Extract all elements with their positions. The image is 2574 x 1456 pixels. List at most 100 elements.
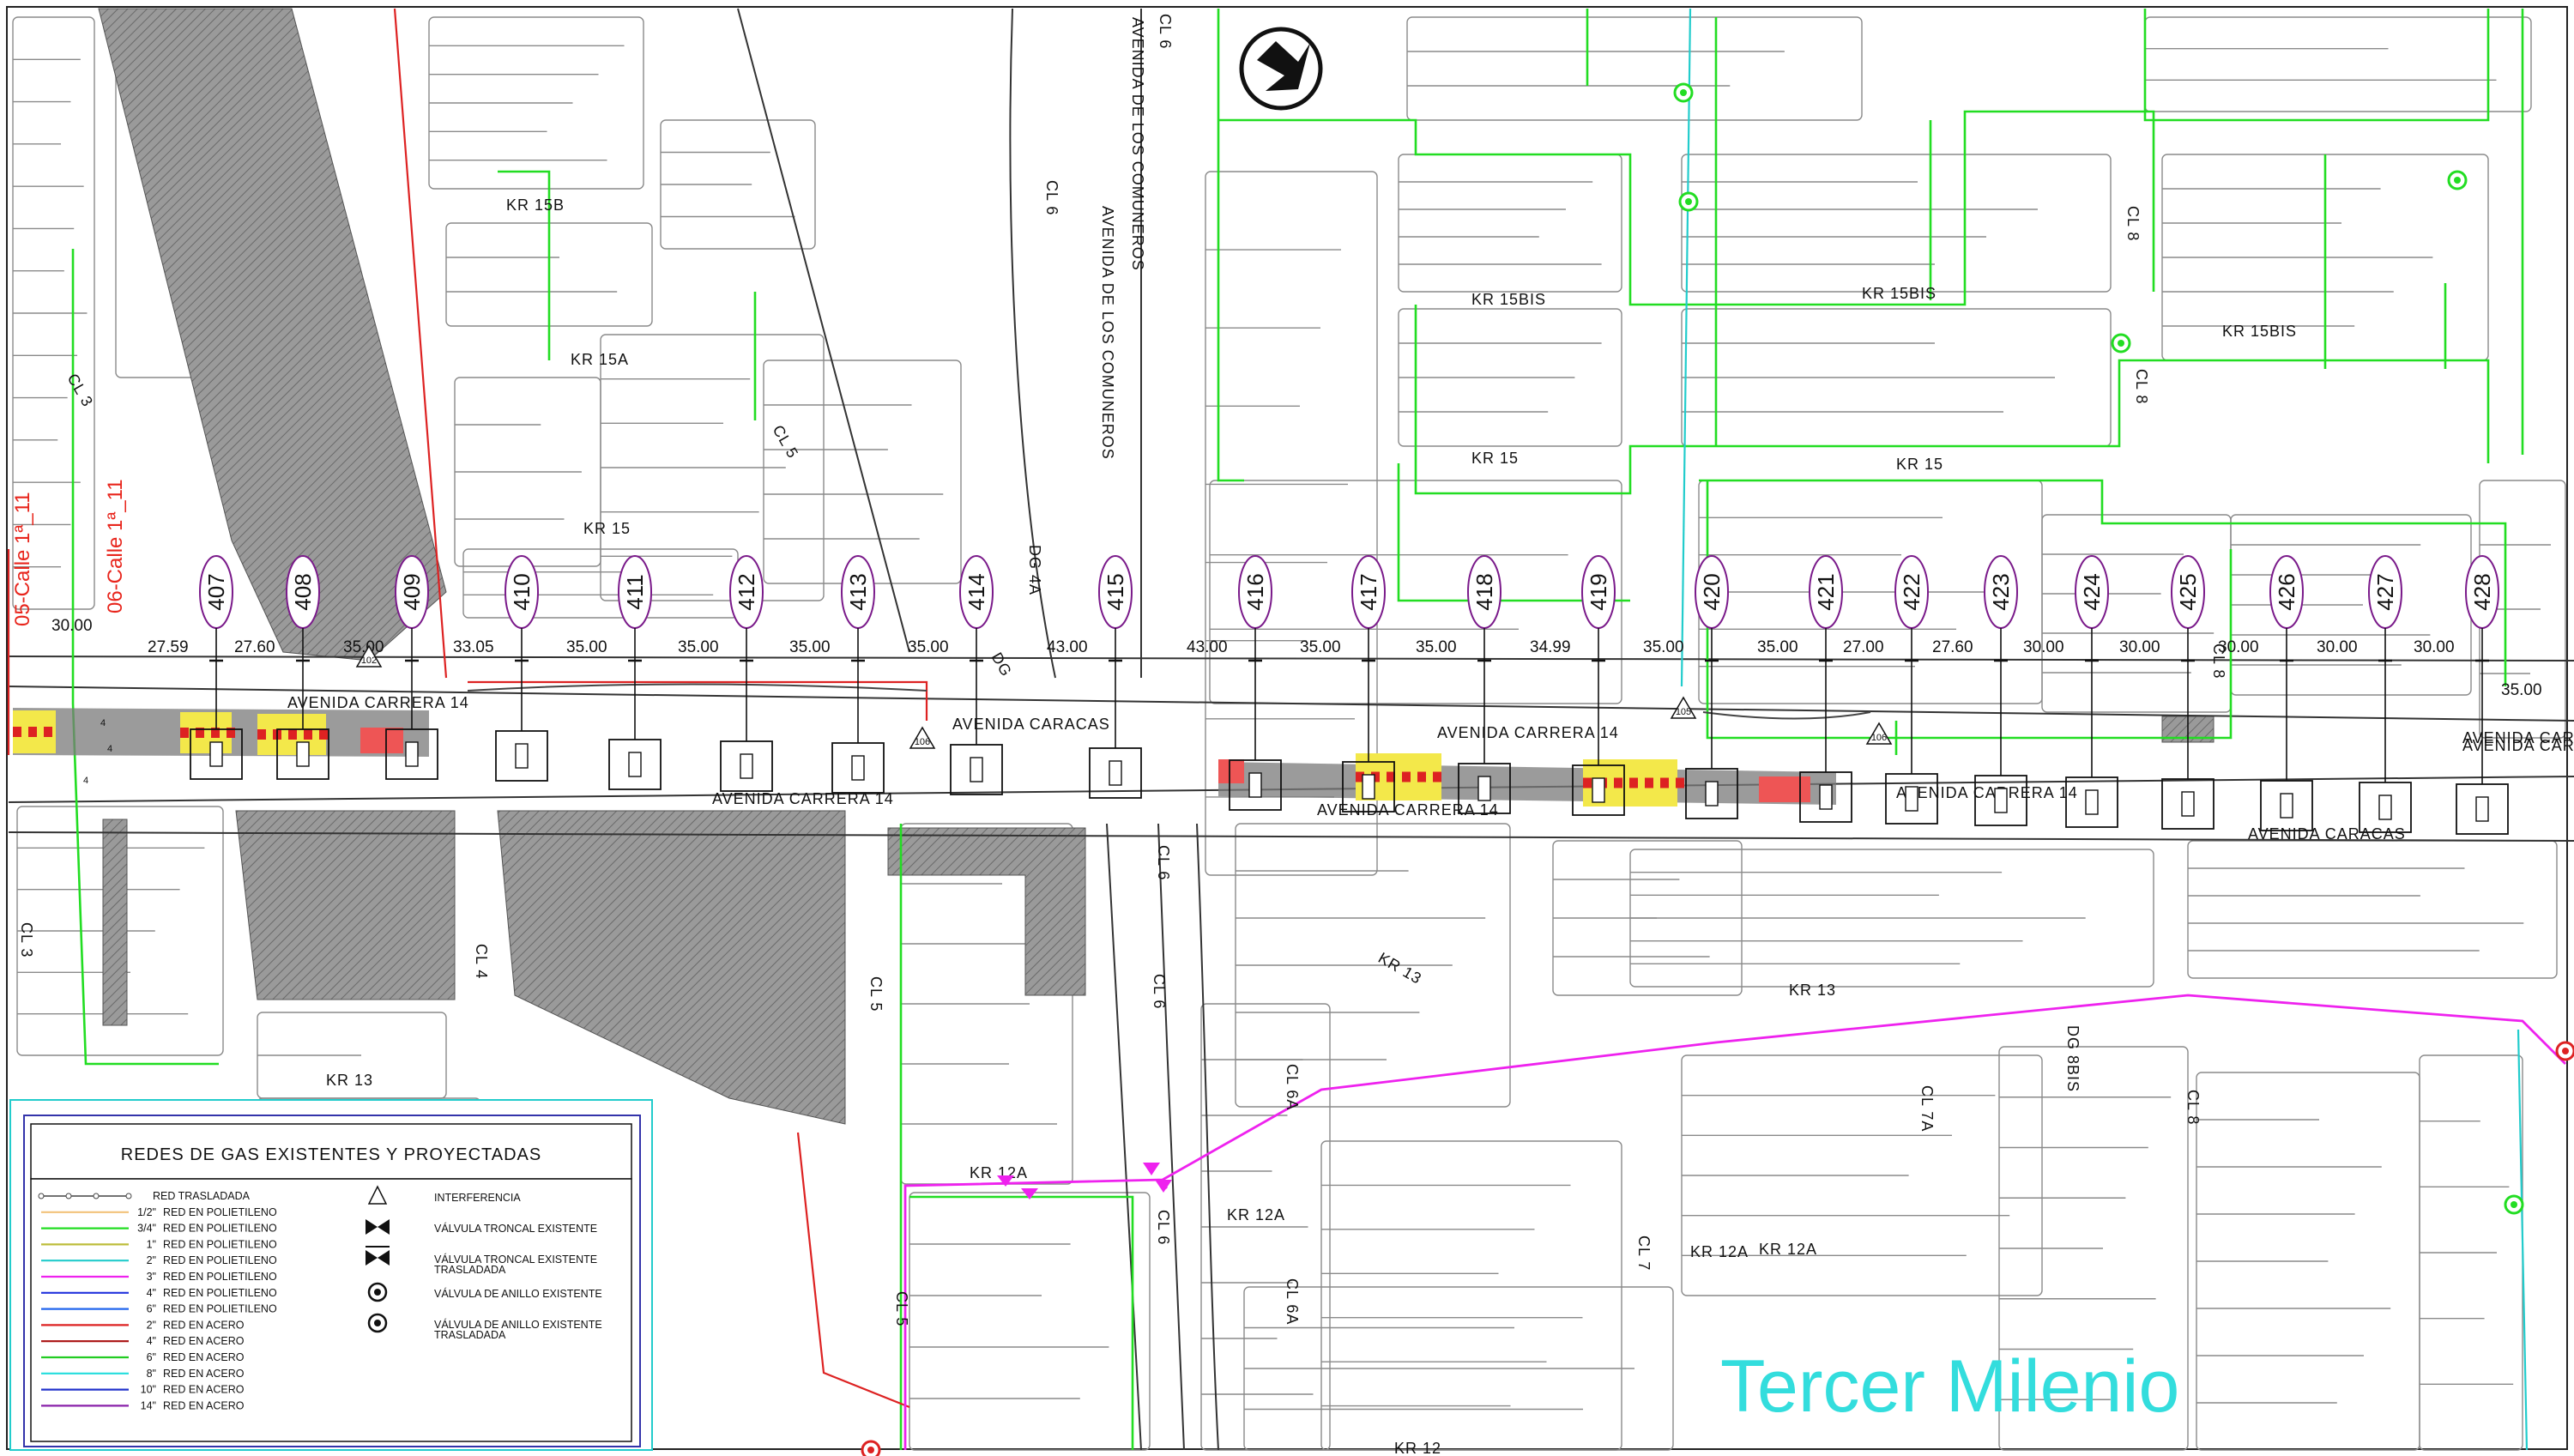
red-stripe — [1660, 777, 1669, 788]
legend-line-row: RED TRASLADADA — [38, 1190, 251, 1202]
legend-size: 2" — [147, 1319, 156, 1331]
station-inner — [2280, 793, 2293, 819]
street-label: CL 4 — [473, 944, 490, 979]
street-label: KR 15 — [1896, 456, 1943, 473]
station-inner — [209, 741, 223, 767]
station-box — [720, 740, 773, 792]
dimension-label: 35.00 — [908, 638, 949, 656]
street-label: AVENIDA CARRERA 14 — [1317, 801, 1499, 819]
legend-line-row: 10"RED EN ACERO — [41, 1384, 245, 1396]
red-stripe — [304, 729, 312, 740]
station-id-label: 418 — [1471, 573, 1497, 610]
valve-left — [366, 1219, 378, 1235]
legend-line-label: RED EN POLIETILENO — [163, 1238, 277, 1250]
station-id-label: 412 — [734, 573, 759, 610]
legend-size: 1" — [147, 1238, 156, 1250]
legend-line-row: 8"RED EN ACERO — [41, 1368, 245, 1380]
station-id-label: 426 — [2274, 573, 2299, 610]
dimension-label: 33.05 — [453, 638, 494, 656]
parcel-block — [1681, 154, 2112, 293]
red-segment — [1218, 759, 1244, 783]
red-stripe — [227, 728, 235, 738]
red-stripe — [180, 728, 189, 738]
street-label: CL 6 — [1157, 14, 1174, 49]
street-label: KR 15A — [571, 351, 629, 368]
dimension-label: 30.00 — [2414, 638, 2455, 656]
street-label: CL 7 — [1635, 1235, 1653, 1271]
legend-line-label: RED EN ACERO — [163, 1399, 245, 1411]
legend-symbol-row: INTERFERENCIA — [367, 1185, 521, 1205]
dimension-label: 35.00 — [678, 638, 719, 656]
red-stripe — [211, 728, 220, 738]
street-label: AVENIDA CARRERA 14 — [712, 790, 894, 807]
red-segment — [1759, 776, 1810, 802]
legend-line-row: 1/2"RED EN POLIETILENO — [41, 1206, 277, 1218]
legend-size: 6" — [147, 1351, 156, 1363]
street-label: CL 6A — [1284, 1064, 1301, 1110]
red-stripe — [1629, 777, 1638, 788]
street-label: AVENIDA CARRERA 14 — [2462, 737, 2574, 754]
parcel-block — [1205, 171, 1378, 876]
station-id-label: 411 — [622, 574, 648, 609]
station-box — [950, 744, 1003, 795]
parcel-block — [1406, 16, 1863, 121]
station-points: 40727.5940827.6040935.0041033.0541135.00… — [51, 555, 2542, 835]
curb-arc — [1702, 711, 1871, 720]
steel-network — [7, 8, 928, 1409]
station-box — [1799, 771, 1852, 823]
station-id-label: 417 — [1356, 573, 1381, 610]
station-id-label: 424 — [2079, 573, 2105, 610]
trunk-valve-icon — [1155, 1180, 1172, 1193]
street-label: KR 12A — [1690, 1243, 1749, 1260]
red-stripe — [1645, 777, 1653, 788]
legend-size: 2" — [147, 1254, 156, 1266]
legend-symbol-label: VÁLVULA TRONCAL EXISTENTE — [434, 1222, 597, 1235]
trunk-valve-icon — [1143, 1163, 1160, 1175]
station-box — [2260, 780, 2313, 831]
red-stripe — [196, 728, 204, 738]
station-box — [1572, 764, 1625, 816]
interference-shape — [367, 1185, 388, 1205]
street-label: CL 3 — [18, 922, 35, 958]
station-box — [1685, 768, 1738, 819]
ring-valve-moved-icon — [367, 1313, 388, 1333]
trunk-valve-icon — [1021, 1188, 1038, 1199]
legend-size: 6" — [147, 1303, 156, 1315]
station-box — [831, 742, 885, 794]
legend-size: 4" — [147, 1287, 156, 1299]
ring-valve-icon — [1678, 191, 1699, 212]
station-inner — [628, 752, 642, 777]
legend-line-row: 3"RED EN POLIETILENO — [41, 1271, 277, 1283]
marker-tag: 105 — [1670, 696, 1697, 719]
marker-label: 4 — [107, 744, 112, 754]
valve-right — [378, 1250, 390, 1266]
station-box — [1885, 773, 1938, 825]
station-inner — [1592, 777, 1605, 803]
legend-line-row: 4"RED EN ACERO — [41, 1335, 245, 1347]
dimension-label: 30.00 — [2218, 638, 2259, 656]
street-label: CL 5 — [893, 1291, 910, 1326]
red-stripe — [1676, 777, 1684, 788]
red-stripe — [1387, 771, 1395, 782]
red-stripe — [257, 729, 266, 740]
street-label: CL 8 — [2124, 206, 2142, 241]
marker-tag: 4 — [100, 718, 106, 728]
valve-right — [378, 1219, 390, 1235]
station-box — [2161, 778, 2214, 830]
interference-icon — [367, 1185, 388, 1205]
station-426: 426 30.00 — [2218, 555, 2313, 831]
station-id-label: 428 — [2469, 573, 2495, 610]
station-inner — [1994, 788, 2008, 813]
station-box — [1974, 775, 2027, 826]
dimension-label: 27.60 — [1932, 638, 1973, 656]
red-stripe — [319, 729, 328, 740]
street-label: KR 12A — [1227, 1206, 1285, 1223]
